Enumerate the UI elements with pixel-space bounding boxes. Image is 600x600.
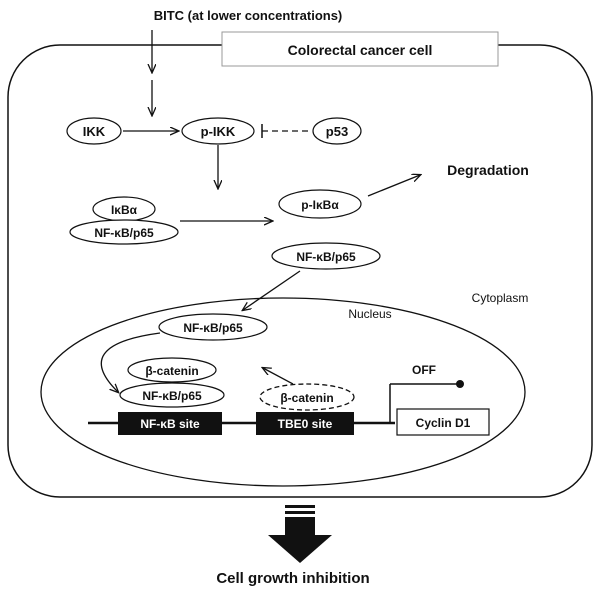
cytoplasm-label: Cytoplasm [472, 291, 529, 305]
ikba-label: IκBα [111, 203, 138, 217]
outcome-label: Cell growth inhibition [216, 570, 369, 587]
nucleus [40, 297, 526, 487]
nfkb-bound-node [119, 382, 225, 408]
nfkb-complex-node [69, 219, 179, 245]
p53-node [312, 117, 362, 145]
outcome-arrow [268, 505, 332, 563]
cell-title: Colorectal cancer cell [288, 42, 433, 58]
nfkb-free-label: NF-κB/p65 [296, 250, 356, 264]
nfkb-free-node [271, 242, 381, 270]
tbe0-site-label: TBE0 site [278, 417, 333, 431]
beta-catenin-dashed-label: β-catenin [280, 391, 333, 405]
p-ikba-label: p-IκBα [301, 198, 339, 212]
ikk-label: IKK [83, 124, 106, 139]
nfkb-to-site-curve [100, 332, 161, 392]
tss-blocked-dot [456, 380, 464, 388]
ikk-node [66, 117, 122, 145]
nucleus-label: Nucleus [348, 307, 391, 321]
nfkb-site-label: NF-κB site [140, 417, 200, 431]
beta-catenin-bound-label: β-catenin [145, 364, 198, 378]
cyclin-d1-label: Cyclin D1 [416, 416, 471, 430]
nfkb-bound-label: NF-κB/p65 [142, 389, 202, 403]
off-label: OFF [412, 363, 436, 377]
nfkb-nuclear-label: NF-κB/p65 [183, 321, 243, 335]
beta-catenin-bound-node [127, 357, 217, 383]
p-ikk-label: p-IKK [201, 124, 236, 139]
beta-catenin-dashed-node [259, 383, 355, 411]
nfkb-site-box [118, 412, 222, 435]
stimulus-label: BITC (at lower concentrations) [154, 8, 343, 23]
p53-label: p53 [326, 124, 348, 139]
nfkb-complex-label: NF-κB/p65 [94, 226, 154, 240]
degradation-arrow [367, 175, 420, 197]
nfkb-nuclear-node [158, 313, 268, 341]
tbe0-site-box [256, 412, 354, 435]
cell-title-box [221, 31, 499, 67]
degradation-label: Degradation [447, 162, 529, 178]
cyclin-d1-box [396, 408, 490, 436]
translocation-arrow [243, 270, 301, 310]
p-ikba-node [278, 189, 362, 219]
p-ikk-node [181, 117, 255, 145]
beta-catenin-recruit-arrow [263, 368, 294, 385]
